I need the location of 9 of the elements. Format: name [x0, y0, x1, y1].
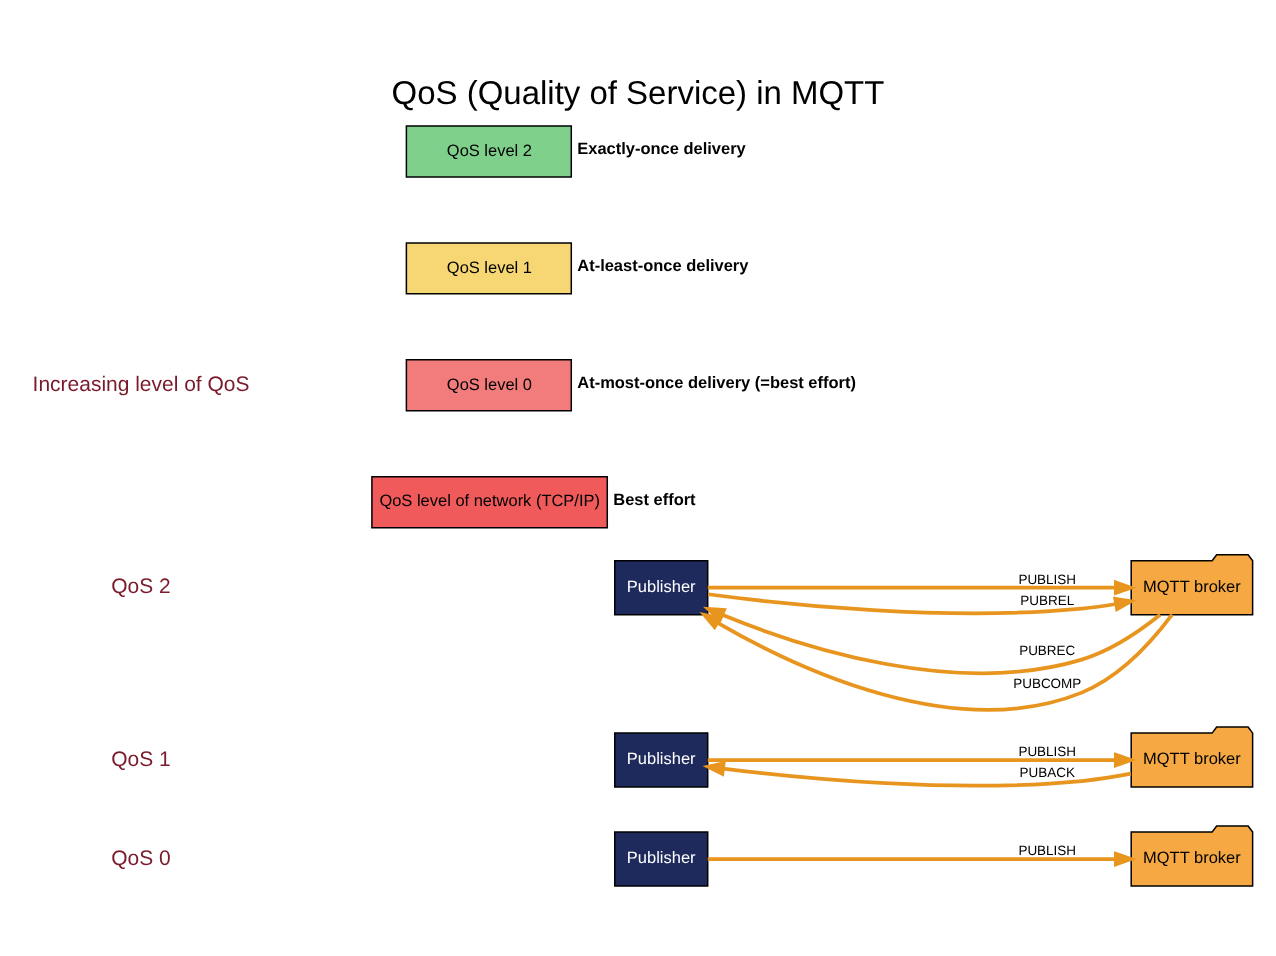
node-label: Best effort: [613, 489, 696, 508]
diagram-title: QoS (Quality of Service) in MQTT: [391, 75, 885, 112]
label: QoS 0: [111, 847, 171, 870]
node-label: Exactly-once delivery: [577, 139, 746, 158]
label: QoS 1: [111, 748, 171, 771]
node-label: At-least-once delivery: [577, 256, 749, 275]
label: Increasing level of QoS: [32, 373, 250, 396]
label: QoS 2: [111, 576, 171, 599]
node-label: At-most-once delivery (=best effort): [577, 373, 856, 392]
